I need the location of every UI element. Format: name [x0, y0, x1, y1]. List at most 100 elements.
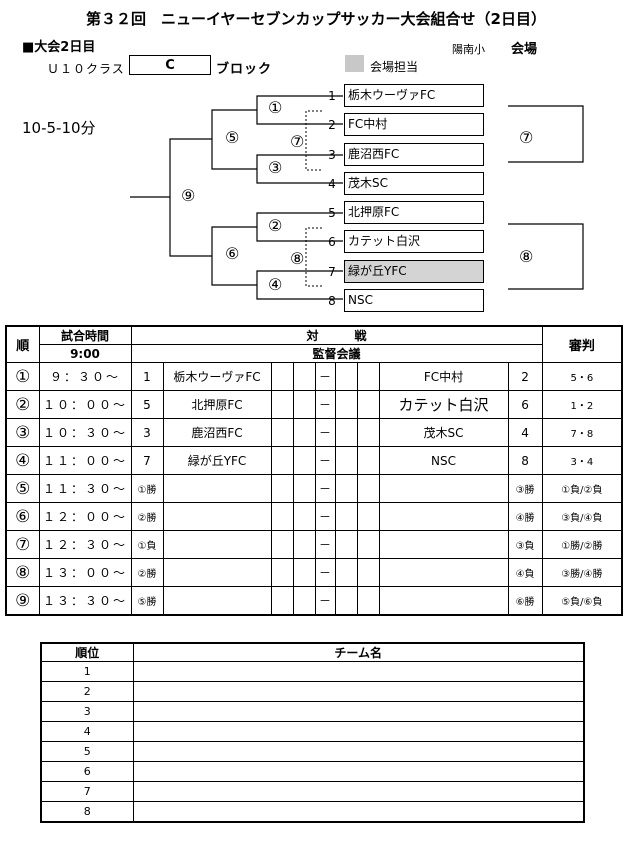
score-cell	[334, 390, 358, 419]
referee: ⑤負/⑥負	[541, 586, 623, 616]
score-cell	[356, 586, 380, 616]
table-row: ① ９：３０～ 1 栃木ウーヴァFC － FC中村 2 5・6	[5, 362, 623, 391]
block-letter-box: C	[129, 55, 211, 75]
table-row: ③ １０：３０～ 3 鹿沼西FC － 茂木SC 4 7・8	[5, 418, 623, 447]
rank-number: 1	[40, 661, 134, 682]
score-separator: －	[314, 502, 336, 531]
away-team-name	[378, 502, 509, 531]
right-match-8-label: ⑧	[519, 247, 534, 266]
score-cell	[292, 446, 316, 475]
match-number: ①	[5, 362, 40, 391]
rank-number: 2	[40, 681, 134, 702]
team-name-box: FC中村	[344, 113, 484, 136]
away-team-name: カテット白沢	[378, 390, 509, 419]
score-cell	[270, 474, 294, 503]
away-team-name: NSC	[378, 446, 509, 475]
score-cell	[356, 474, 380, 503]
score-cell	[270, 418, 294, 447]
match-5-label: ⑤	[225, 128, 240, 147]
home-team-source: ②勝	[130, 558, 164, 587]
score-cell	[356, 502, 380, 531]
away-team-source: ③勝	[507, 474, 543, 503]
away-team-name	[378, 530, 509, 559]
rank-team-cell	[132, 661, 585, 682]
score-cell	[334, 586, 358, 616]
home-team-source: ①勝	[130, 474, 164, 503]
score-cell	[270, 502, 294, 531]
rank-number: 4	[40, 721, 134, 742]
score-cell	[292, 390, 316, 419]
score-cell	[334, 530, 358, 559]
table-row: 8	[40, 801, 585, 823]
match-time: １２：００～	[38, 502, 132, 531]
match-number: ⑧	[5, 558, 40, 587]
match-time-header: 試合時間	[38, 325, 132, 345]
score-cell	[270, 586, 294, 616]
score-cell	[292, 558, 316, 587]
referee: ①負/②負	[541, 474, 623, 503]
table-row: ② １０：００～ 5 北押原FC － カテット白沢 6 1・2	[5, 390, 623, 419]
match-number: ⑨	[5, 586, 40, 616]
score-cell	[356, 390, 380, 419]
home-team-name: 北押原FC	[162, 390, 272, 419]
team-number: 8	[328, 294, 336, 308]
score-separator: －	[314, 418, 336, 447]
away-team-name	[378, 558, 509, 587]
referee: ③負/④負	[541, 502, 623, 531]
match-time: １０：００～	[38, 390, 132, 419]
table-row: ④ １１：００～ 7 緑が丘YFC － NSC 8 3・4	[5, 446, 623, 475]
team-number: 1	[328, 89, 336, 103]
score-separator: －	[314, 558, 336, 587]
home-team-number: 7	[130, 446, 164, 475]
rank-team-cell	[132, 781, 585, 802]
home-team-source: ①負	[130, 530, 164, 559]
referee: 7・8	[541, 418, 623, 447]
match-2-label: ②	[268, 216, 283, 235]
rank-team-cell	[132, 681, 585, 702]
match-schedule-table: 順 試合時間 対 戦 審判 9:00 監督会議 ① ９：３０～ 1 栃木ウーヴァ…	[5, 325, 624, 616]
venue-school: 陽南小	[452, 43, 485, 56]
home-team-name: 鹿沼西FC	[162, 418, 272, 447]
table-row: 7	[40, 781, 585, 802]
rank-team-cell	[132, 721, 585, 742]
match-3-label: ③	[268, 158, 283, 177]
match-1-label: ①	[268, 98, 283, 117]
score-cell	[292, 362, 316, 391]
match-number: ⑤	[5, 474, 40, 503]
home-team-name	[162, 586, 272, 616]
ranking-table: 順位 チーム名 1 2 3 4 5 6 7 8	[40, 642, 585, 823]
table-row: 5	[40, 741, 585, 762]
home-team-name	[162, 558, 272, 587]
score-separator: －	[314, 446, 336, 475]
tournament-day-label: ■大会2日目	[22, 40, 96, 55]
match-number: ④	[5, 446, 40, 475]
venue-duty-legend-text: 会場担当	[370, 60, 419, 74]
rank-header: 順位	[40, 642, 134, 662]
team-name-header: チーム名	[132, 642, 585, 662]
rank-team-cell	[132, 761, 585, 782]
score-cell	[292, 586, 316, 616]
block-label: ブロック	[216, 62, 273, 77]
match-7-label: ⑦	[290, 132, 305, 151]
team-name-box: 栃木ウーヴァFC	[344, 84, 484, 107]
score-separator: －	[314, 474, 336, 503]
referee: 1・2	[541, 390, 623, 419]
home-team-number: 3	[130, 418, 164, 447]
team-number: 6	[328, 235, 336, 249]
table-row: ⑥ １２：００～ ②勝 － ④勝 ③負/④負	[5, 502, 623, 531]
match-time: １１：００～	[38, 446, 132, 475]
match-6-label: ⑥	[225, 244, 240, 263]
away-team-number: 8	[507, 446, 543, 475]
score-cell	[292, 530, 316, 559]
away-team-number: 6	[507, 390, 543, 419]
match-time: １２：３０～	[38, 530, 132, 559]
team-name-box: NSC	[344, 289, 484, 312]
table-row: 3	[40, 701, 585, 722]
score-cell	[356, 558, 380, 587]
team-name-box: 鹿沼西FC	[344, 143, 484, 166]
away-team-number: 4	[507, 418, 543, 447]
away-team-name: 茂木SC	[378, 418, 509, 447]
score-cell	[270, 362, 294, 391]
team-name-box: カテット白沢	[344, 230, 484, 253]
rank-team-cell	[132, 801, 585, 823]
